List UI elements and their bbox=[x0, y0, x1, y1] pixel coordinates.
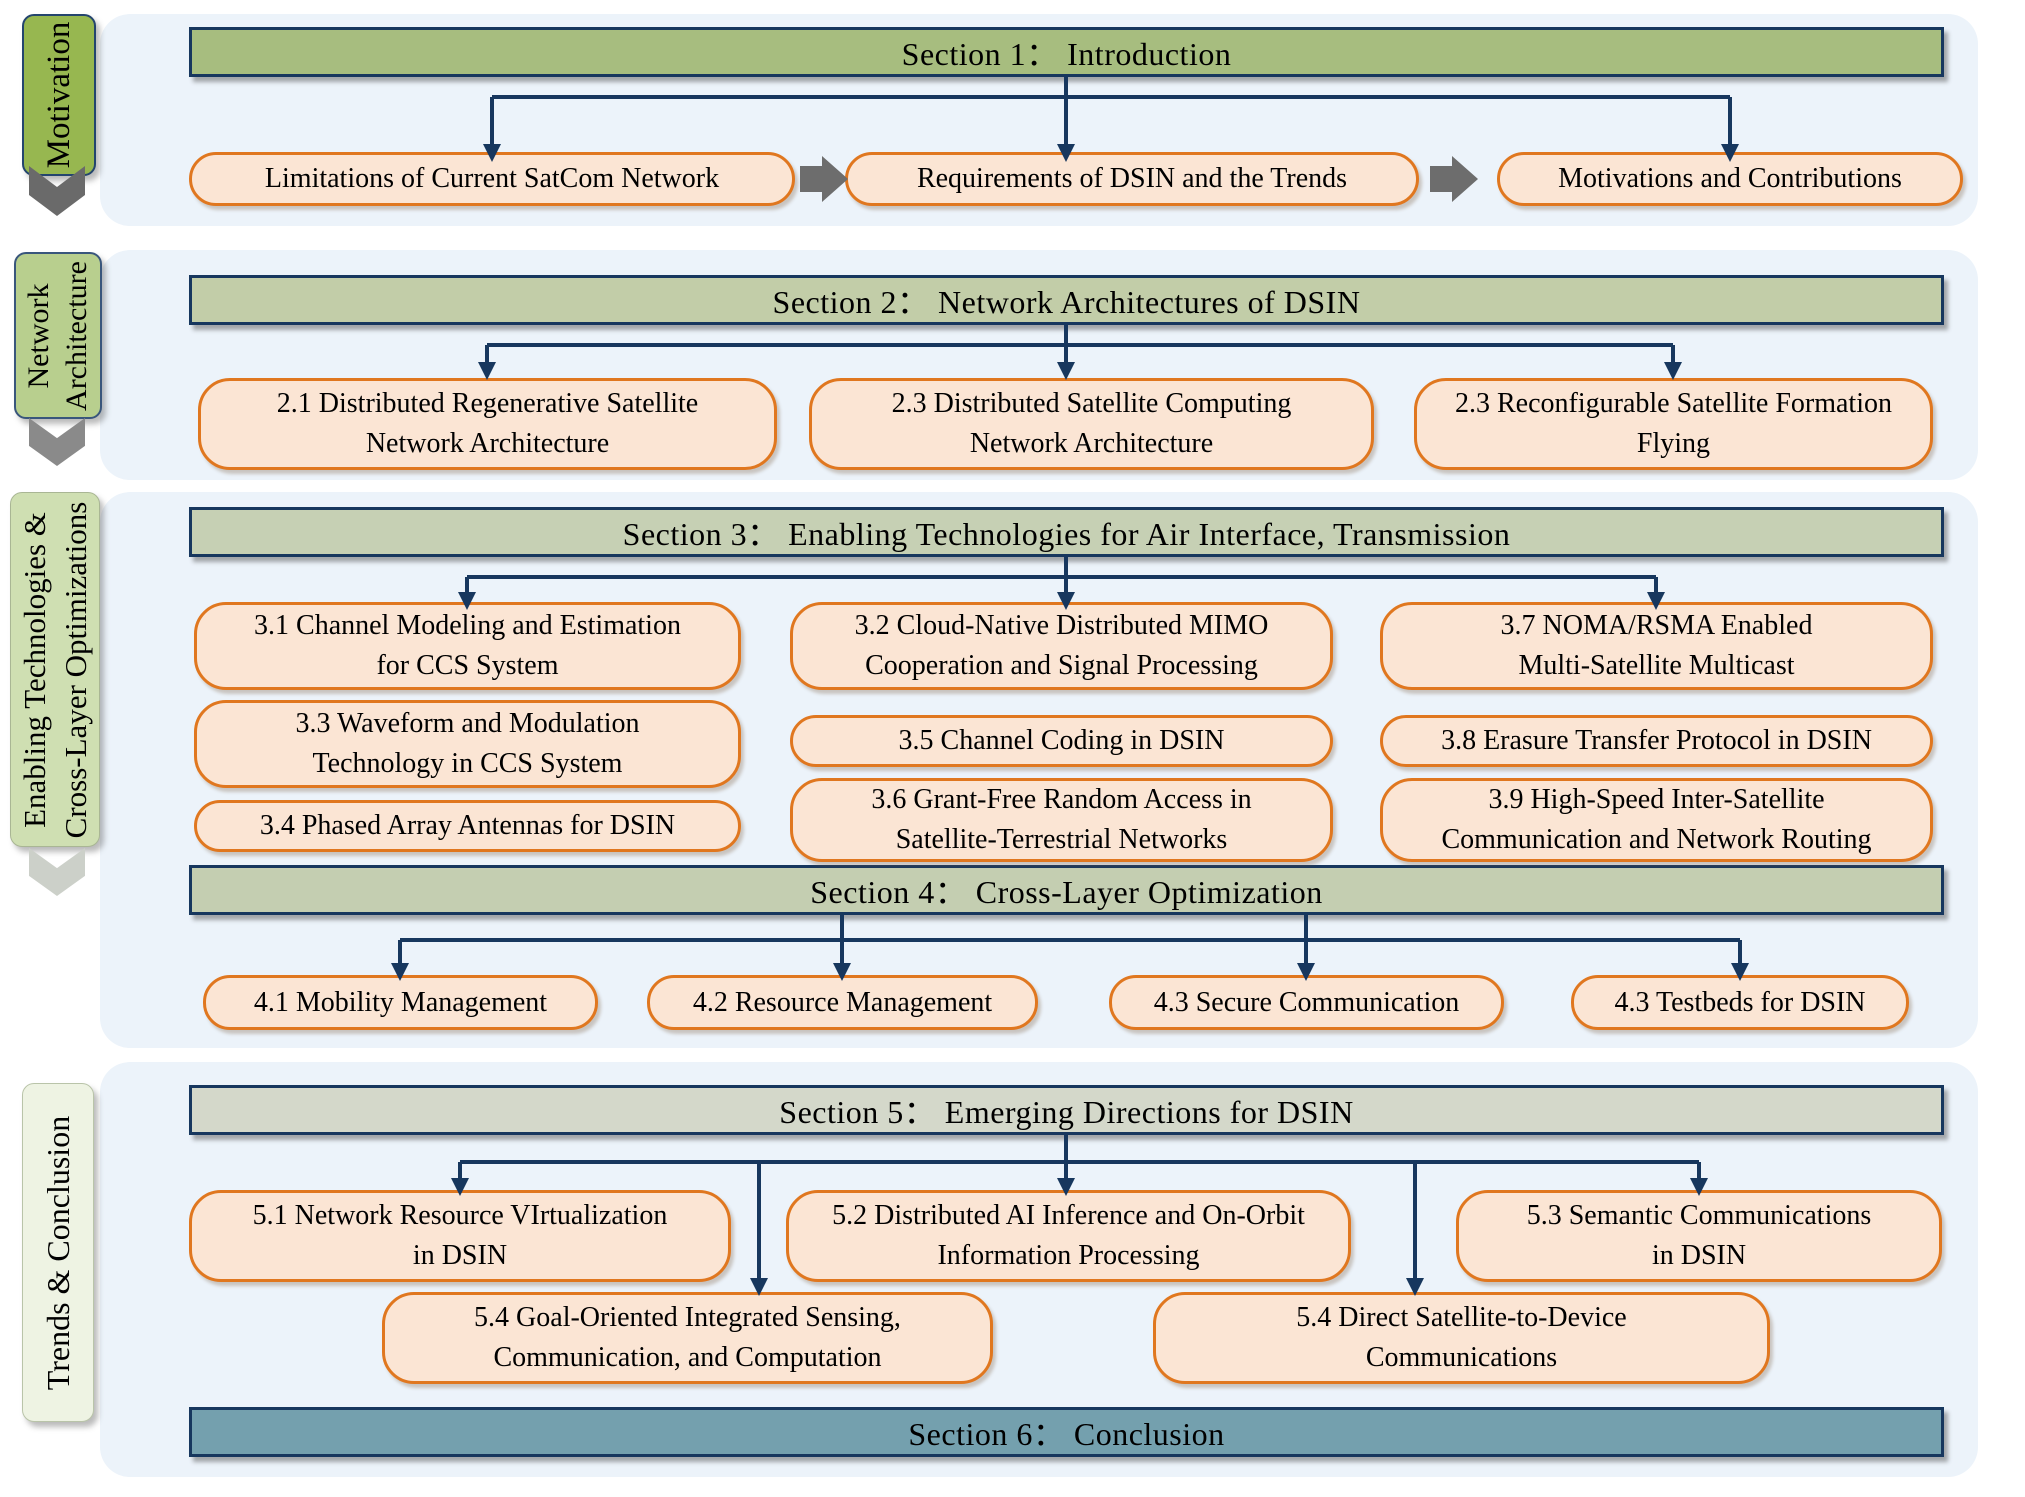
box-3-9-inter-satellite: 3.9 High-Speed Inter-Satellite Communica… bbox=[1380, 778, 1933, 862]
box-limitations-satcom: Limitations of Current SatCom Network bbox=[189, 152, 795, 206]
chevron-down-icon bbox=[29, 848, 85, 896]
box-3-8-erasure-transfer: 3.8 Erasure Transfer Protocol in DSIN bbox=[1380, 715, 1933, 767]
chevron-down-icon bbox=[29, 418, 85, 466]
section4-header: Section 4： Cross-Layer Optimization bbox=[189, 865, 1944, 915]
box-requirements-dsin: Requirements of DSIN and the Trends bbox=[845, 152, 1419, 206]
section3-header: Section 3： Enabling Technologies for Air… bbox=[189, 507, 1944, 557]
box-2-1-regenerative-architecture: 2.1 Distributed Regenerative Satellite N… bbox=[198, 378, 777, 470]
box-5-3-semantic-communications: 5.3 Semantic Communications in DSIN bbox=[1456, 1190, 1942, 1282]
box-4-3-testbeds: 4.3 Testbeds for DSIN bbox=[1571, 975, 1909, 1030]
box-3-4-phased-array: 3.4 Phased Array Antennas for DSIN bbox=[194, 800, 741, 852]
box-5-2-distributed-ai: 5.2 Distributed AI Inference and On-Orbi… bbox=[786, 1190, 1351, 1282]
box-3-6-grant-free-access: 3.6 Grant-Free Random Access in Satellit… bbox=[790, 778, 1333, 862]
box-3-2-cloud-native-mimo: 3.2 Cloud-Native Distributed MIMO Cooper… bbox=[790, 602, 1333, 690]
box-5-1-network-virtualization: 5.1 Network Resource VIrtualization in D… bbox=[189, 1190, 731, 1282]
section2-header: Section 2： Network Architectures of DSIN bbox=[189, 275, 1944, 325]
box-3-5-channel-coding: 3.5 Channel Coding in DSIN bbox=[790, 715, 1333, 767]
sidebar-tab-motivation: Motivation bbox=[22, 14, 96, 176]
box-4-3-secure-communication: 4.3 Secure Communication bbox=[1109, 975, 1504, 1030]
sidebar-tab-network-architecture-label: Network Architecture bbox=[22, 260, 93, 411]
box-motivations-contributions: Motivations and Contributions bbox=[1497, 152, 1963, 206]
box-3-1-channel-modeling: 3.1 Channel Modeling and Estimation for … bbox=[194, 602, 741, 690]
box-2-3-formation-flying: 2.3 Reconfigurable Satellite Formation F… bbox=[1414, 378, 1933, 470]
sidebar-tab-network-architecture: Network Architecture bbox=[14, 252, 102, 419]
box-3-7-noma-rsma: 3.7 NOMA/RSMA Enabled Multi-Satellite Mu… bbox=[1380, 602, 1933, 690]
section1-header: Section 1： Introduction bbox=[189, 27, 1944, 77]
sidebar-tab-trends-conclusion: Trends & Conclusion bbox=[22, 1083, 94, 1422]
box-4-2-resource-management: 4.2 Resource Management bbox=[647, 975, 1038, 1030]
sidebar-tab-enabling-cross-layer-label: Enabling Technologies & Cross-Layer Opti… bbox=[17, 501, 93, 838]
sidebar-tab-motivation-label: Motivation bbox=[41, 21, 77, 169]
section5-header: Section 5： Emerging Directions for DSIN bbox=[189, 1085, 1944, 1135]
box-2-3-satellite-computing: 2.3 Distributed Satellite Computing Netw… bbox=[809, 378, 1374, 470]
box-5-4-direct-satellite-device: 5.4 Direct Satellite-to-Device Communica… bbox=[1153, 1292, 1770, 1384]
sidebar-tab-enabling-cross-layer: Enabling Technologies & Cross-Layer Opti… bbox=[10, 492, 100, 847]
box-4-1-mobility-management: 4.1 Mobility Management bbox=[203, 975, 598, 1030]
box-5-4-goal-oriented-iscc: 5.4 Goal-Oriented Integrated Sensing, Co… bbox=[382, 1292, 993, 1384]
section6-header: Section 6： Conclusion bbox=[189, 1407, 1944, 1457]
box-3-3-waveform-modulation: 3.3 Waveform and Modulation Technology i… bbox=[194, 700, 741, 788]
sidebar-tab-trends-conclusion-label: Trends & Conclusion bbox=[40, 1115, 76, 1390]
